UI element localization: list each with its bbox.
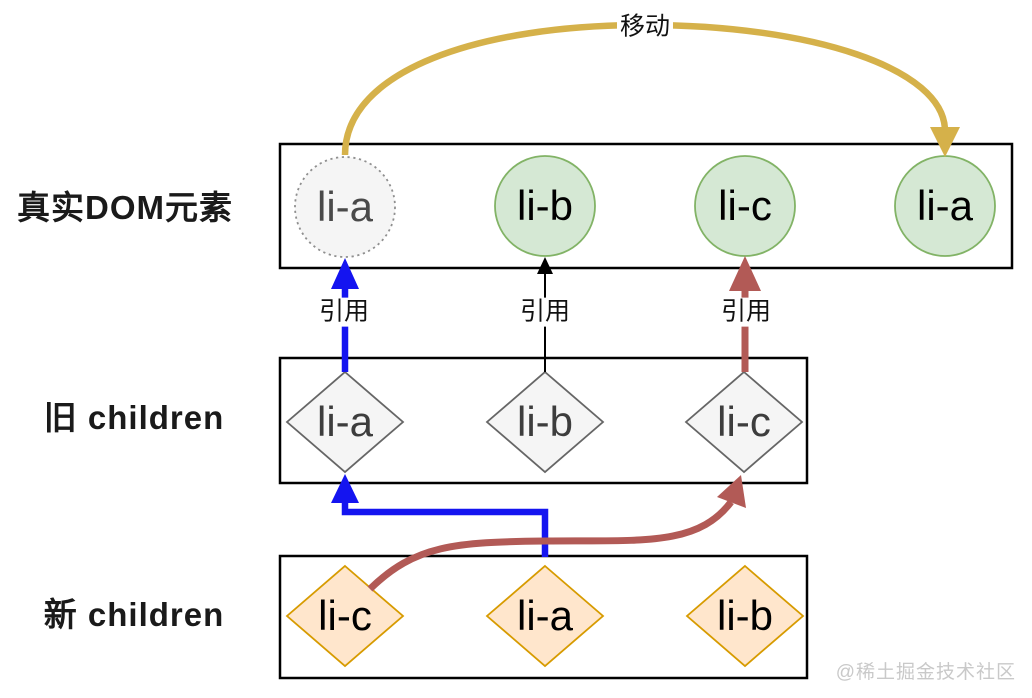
move-arrow — [341, 21, 960, 157]
row-label-real-dom: 真实DOM元素 — [17, 189, 233, 226]
real-dom-node-li-c-label: li-c — [718, 182, 772, 229]
watermark: @稀土掘金技术社区 — [835, 662, 1016, 683]
reference-label-li-c: 引用 — [717, 297, 775, 327]
new-node-li-b-label: li-b — [716, 592, 774, 639]
real-dom-node-li-a-old-label: li-a — [316, 183, 374, 230]
old-node-li-a-label: li-a — [316, 398, 374, 445]
real-dom-node-li-a-old-circle — [294, 156, 396, 258]
new-node-li-a-diamond — [485, 564, 605, 668]
row-label-old-children: 旧 children — [43, 399, 225, 436]
real-dom-box — [278, 142, 1014, 270]
new-node-li-a-label: li-a — [516, 592, 574, 639]
patch-arrow-li-a — [331, 474, 549, 557]
new-node-li-c-label: li-c — [318, 592, 372, 639]
patch-arrow-li-c — [367, 475, 746, 592]
reference-label-li-a: 引用 — [315, 297, 373, 327]
old-node-li-c-label: li-c — [717, 398, 771, 445]
real-dom-node-li-a-moved-label: li-a — [916, 182, 974, 229]
new-node-li-b-diamond — [685, 564, 805, 668]
move-arrow-label: 移动 — [616, 12, 674, 42]
old-node-li-b-label: li-b — [516, 398, 574, 445]
real-dom-node-li-b-circle — [494, 155, 596, 257]
old-node-li-b-diamond — [485, 370, 605, 474]
reference-label-li-b: 引用 — [516, 297, 574, 327]
row-label-new-children: 新 children — [43, 596, 225, 633]
old-node-li-a-diamond — [285, 370, 405, 474]
old-node-li-c-diamond — [684, 370, 804, 474]
real-dom-node-li-b-label: li-b — [516, 182, 574, 229]
new-node-li-c-diamond — [285, 564, 405, 668]
